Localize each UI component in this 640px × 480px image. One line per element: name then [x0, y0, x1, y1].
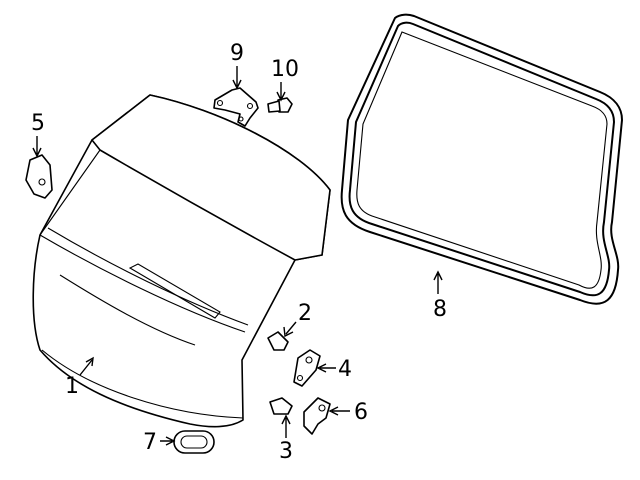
part-6-bracket: [303, 397, 331, 435]
part-1-liftgate: [32, 94, 331, 428]
callout-10: 10: [271, 57, 299, 82]
part-3-stud: [269, 397, 293, 415]
callout-3: 3: [279, 439, 293, 464]
callout-2: 2: [298, 301, 312, 326]
part-8-weatherstrip: [340, 13, 623, 305]
callout-6: 6: [354, 400, 368, 425]
part-9-hinge: [213, 87, 259, 127]
callout-8: 8: [433, 297, 447, 322]
callout-9: 9: [230, 41, 244, 66]
part-5-bracket: [25, 154, 53, 199]
callout-4: 4: [338, 357, 352, 382]
part-7-grommet: [173, 430, 215, 454]
part-4-striker: [293, 349, 321, 387]
callout-arrows: [32, 66, 443, 446]
part-10-bolt: [267, 97, 293, 113]
callout-5: 5: [31, 111, 45, 136]
part-2-stud: [267, 331, 289, 351]
callout-1: 1: [65, 374, 79, 399]
callout-7: 7: [143, 430, 157, 455]
